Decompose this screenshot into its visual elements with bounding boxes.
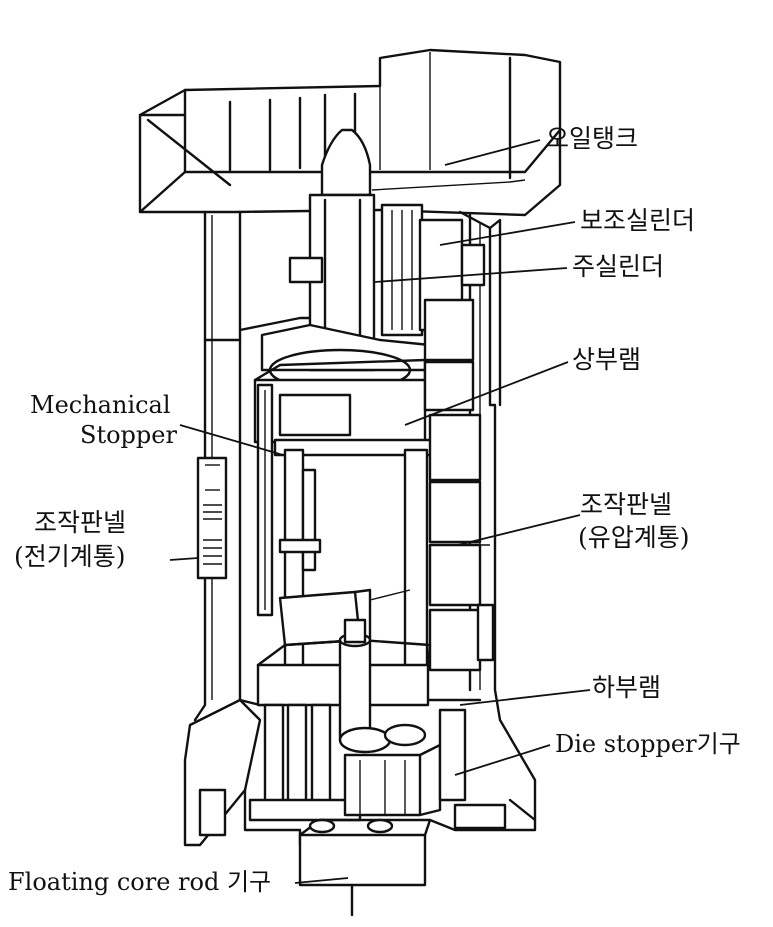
label-mechanical-stopper-line2: Stopper — [80, 421, 177, 449]
label-mechanical-stopper-line1: Mechanical — [30, 391, 171, 419]
label-aux-cylinder: 보조실린더 — [580, 206, 696, 235]
electric-panel-shape — [196, 456, 228, 580]
leader-lines — [169, 139, 591, 884]
label-lower-ram: 하부램 — [592, 673, 662, 702]
lower-ram-shape — [256, 588, 432, 742]
label-control-panel-elec-line1: 조작판넬 — [34, 508, 127, 537]
label-floating-core-rod: Floating core rod 기구 — [8, 868, 272, 896]
hydraulic-panel-shape — [423, 298, 495, 672]
label-control-panel-elec-line2: (전기계통) — [14, 542, 126, 571]
label-control-panel-hyd-line1: 조작판넬 — [580, 490, 673, 519]
label-control-panel-hyd-line2: (유압계통) — [578, 523, 690, 552]
label-upper-ram: 상부램 — [572, 345, 642, 374]
label-oil-tank: 오일탱크 — [546, 124, 639, 153]
label-die-stopper: Die stopper기구 — [555, 730, 741, 758]
die-stopper-shape — [248, 703, 467, 917]
label-main-cylinder: 주실린더 — [572, 252, 665, 281]
upper-ram-shape — [253, 323, 437, 457]
